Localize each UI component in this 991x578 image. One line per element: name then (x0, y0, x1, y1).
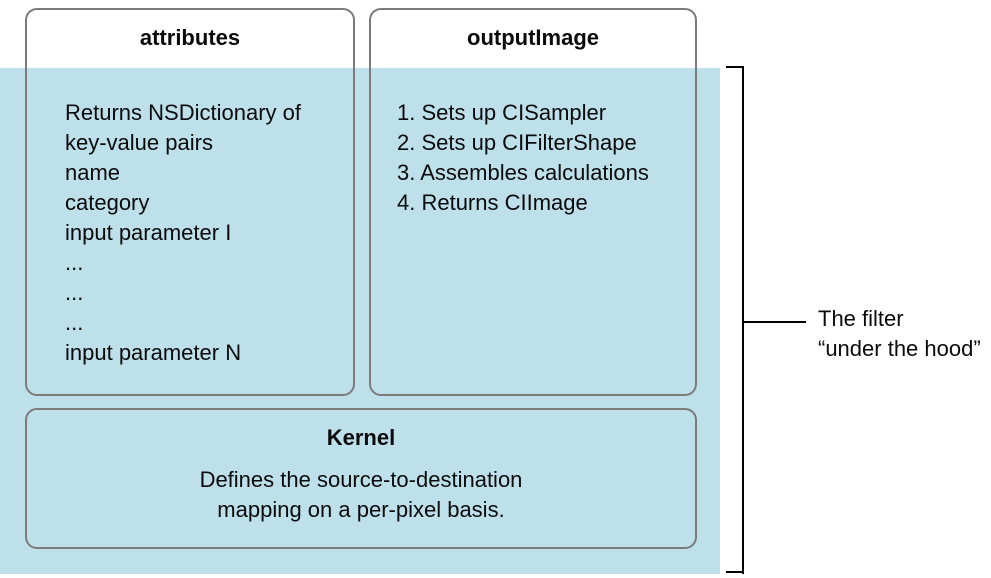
bracket-label: The filter “under the hood” (818, 304, 981, 364)
attributes-line: ... (65, 280, 84, 305)
kernel-line: Defines the source-to-destination (199, 467, 523, 492)
attributes-line: ... (65, 250, 84, 275)
output-image-box-body: 1. Sets up CISampler 2. Sets up CIFilter… (397, 98, 649, 218)
output-image-box: outputImage 1. Sets up CISampler 2. Sets… (369, 8, 697, 396)
bracket-top-tick (726, 66, 743, 68)
attributes-line: Returns NSDictionary of (65, 100, 301, 125)
attributes-box-body: Returns NSDictionary of key-value pairs … (65, 98, 301, 368)
attributes-line: name (65, 160, 121, 185)
attributes-line: input parameter N (65, 340, 242, 365)
bracket-label-line: “under the hood” (818, 336, 981, 361)
output-image-box-title: outputImage (467, 25, 599, 50)
attributes-box: attributes Returns NSDictionary of key-v… (25, 8, 355, 396)
kernel-box-title: Kernel (326, 425, 396, 450)
output-image-step: 4. Returns CIImage (397, 190, 588, 215)
bracket-bottom-tick (726, 571, 743, 573)
output-image-step: 1. Sets up CISampler (397, 100, 607, 125)
attributes-line: category (65, 190, 150, 215)
output-image-step: 2. Sets up CIFilterShape (397, 130, 637, 155)
bracket-label-line: The filter (818, 306, 904, 331)
bracket-vertical-line (742, 66, 744, 574)
attributes-line: ... (65, 310, 84, 335)
attributes-line: key-value pairs (65, 130, 213, 155)
kernel-box: Kernel Defines the source-to-destination… (25, 408, 697, 549)
filter-highlight-band (0, 68, 720, 574)
attributes-line: input parameter I (65, 220, 232, 245)
output-image-step: 3. Assembles calculations (397, 160, 649, 185)
kernel-box-body: Defines the source-to-destination mappin… (27, 465, 695, 525)
kernel-line: mapping on a per-pixel basis. (217, 497, 505, 522)
bracket-connector-line (744, 321, 806, 323)
attributes-box-title: attributes (139, 25, 241, 50)
